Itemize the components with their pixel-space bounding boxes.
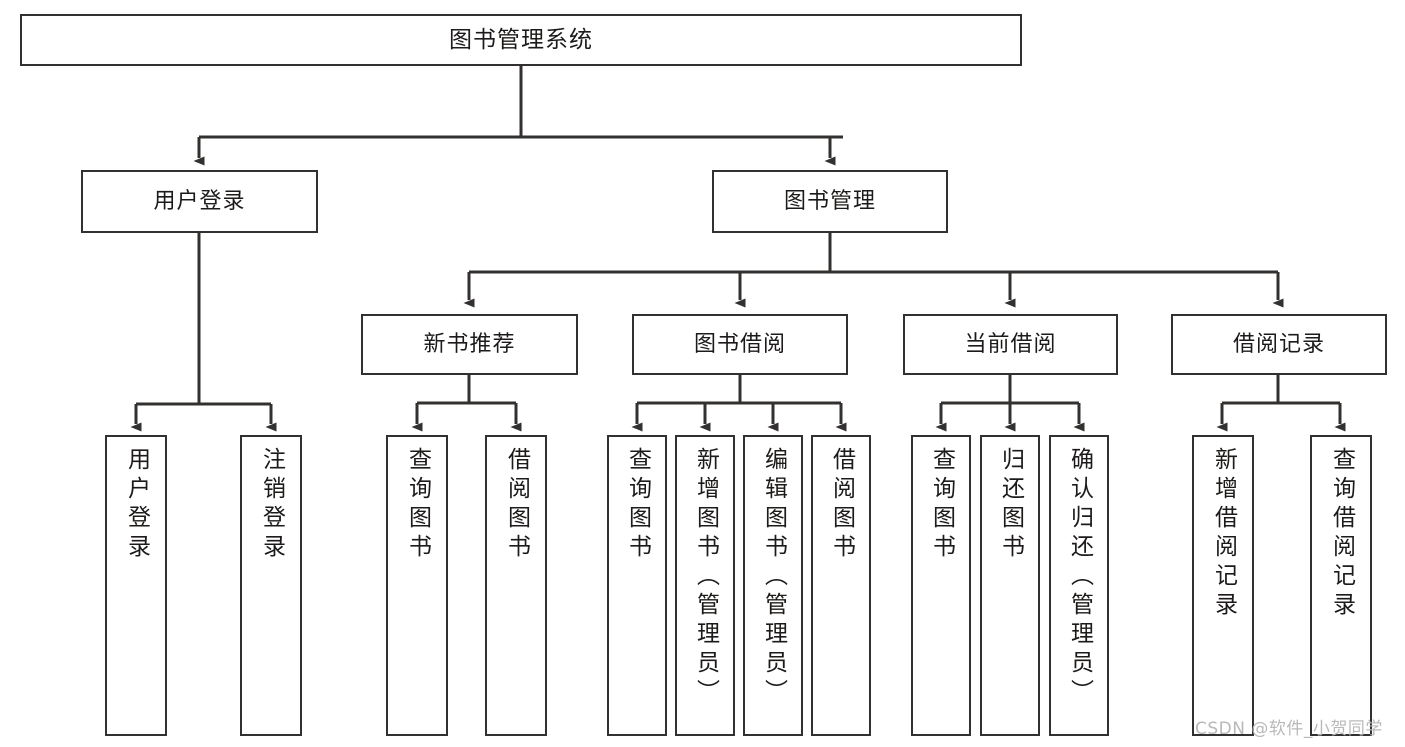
node-label: 图书管理 [783,188,876,214]
leaf-borrow-book[interactable]: 借阅图书 [811,435,871,736]
leaf-user-login[interactable]: 用户登录 [105,435,167,736]
node-label: 新书推荐 [423,331,516,357]
leaf-return-book[interactable]: 归还图书 [980,435,1040,736]
leaf-edit-book-admin[interactable]: 编辑图书（管理员） [743,435,803,736]
node-label: 新增图书（管理员） [692,447,719,708]
node-label: 借阅记录 [1232,331,1325,357]
node-book-management[interactable]: 图书管理 [712,170,948,233]
node-label: 借阅图书 [503,447,530,563]
node-current-borrow[interactable]: 当前借阅 [903,314,1118,375]
node-label: 借阅图书 [828,447,855,563]
node-label: 查询图书 [624,447,651,563]
node-label: 当前借阅 [964,331,1057,357]
csdn-watermark: CSDN @软件_小贺同学 [1195,719,1383,739]
node-new-book-recommend[interactable]: 新书推荐 [361,314,578,375]
node-label: 新增借阅记录 [1210,447,1237,621]
leaf-add-borrow-record[interactable]: 新增借阅记录 [1192,435,1254,736]
leaf-confirm-return-admin[interactable]: 确认归还（管理员） [1049,435,1109,736]
node-book-borrow[interactable]: 图书借阅 [632,314,848,375]
node-label: 图书管理系统 [449,26,593,53]
leaf-logout[interactable]: 注销登录 [240,435,302,736]
node-label: 确认归还（管理员） [1066,447,1093,708]
node-label: 用户登录 [153,188,246,214]
node-root-book-management-system[interactable]: 图书管理系统 [20,14,1022,66]
leaf-query-book-current[interactable]: 查询图书 [911,435,971,736]
node-label: 编辑图书（管理员） [760,447,787,708]
leaf-query-book-recommend[interactable]: 查询图书 [386,435,448,736]
node-borrow-record[interactable]: 借阅记录 [1171,314,1387,375]
leaf-add-book-admin[interactable]: 新增图书（管理员） [675,435,735,736]
node-label: 用户登录 [123,447,150,563]
node-label: 查询图书 [928,447,955,563]
leaf-borrow-book-recommend[interactable]: 借阅图书 [485,435,547,736]
node-label: 查询图书 [404,447,431,563]
node-user-login[interactable]: 用户登录 [81,170,318,233]
node-label: 查询借阅记录 [1328,447,1355,621]
node-label: 归还图书 [997,447,1024,563]
leaf-query-book-borrow[interactable]: 查询图书 [607,435,667,736]
node-label: 图书借阅 [693,331,786,357]
node-label: 注销登录 [258,447,285,563]
leaf-query-borrow-record[interactable]: 查询借阅记录 [1310,435,1372,736]
